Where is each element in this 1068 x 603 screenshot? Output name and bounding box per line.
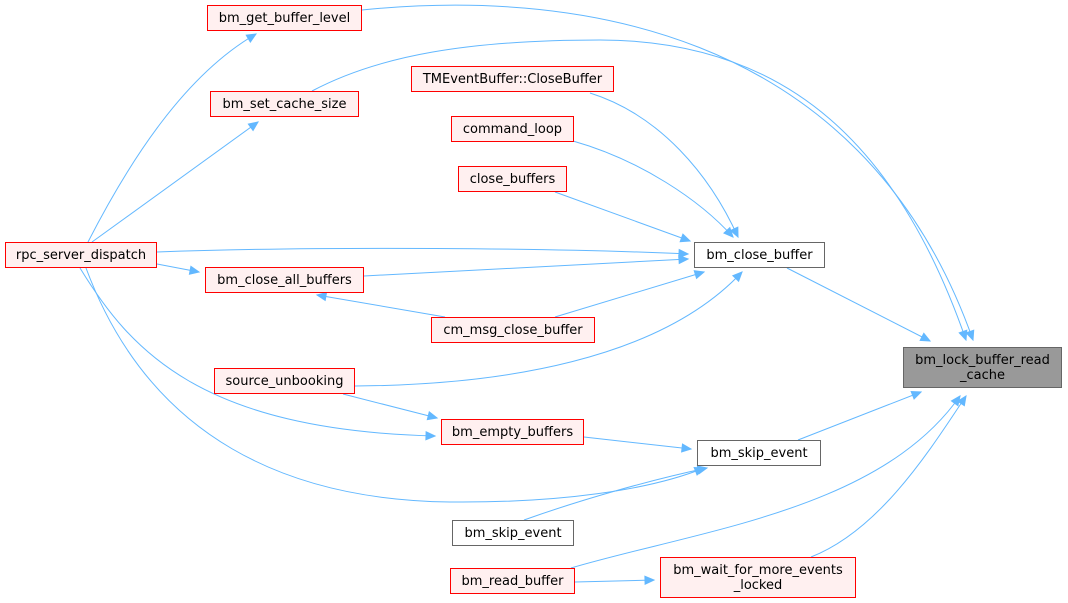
edge-line	[589, 92, 739, 238]
edge-source_unbooking-to-bm_close_buffer	[354, 271, 743, 387]
edge-arrowhead	[681, 443, 693, 453]
node-command-loop[interactable]: command_loop	[451, 116, 574, 142]
edge-tmeventbuffer_closebuffer-to-bm_close_buffer	[589, 92, 739, 239]
edge-line	[363, 258, 689, 277]
edge-arrowhead	[315, 291, 328, 302]
edge-line	[810, 395, 967, 558]
edge-source_unbooking-to-bm_empty_buffers	[342, 393, 439, 421]
node-bm-wait-for-more-events-locked[interactable]: bm_wait_for_more_events _locked	[660, 557, 856, 598]
edge-arrowhead	[245, 33, 258, 43]
edge-rpc_server_dispatch-to-bm_get_buffer_level	[87, 33, 258, 243]
edge-bm_get_buffer_level-to-root	[361, 4, 975, 342]
node-cm-msg-close-buffer[interactable]: cm_msg_close_buffer	[431, 317, 595, 343]
node-bm-get-buffer-level[interactable]: bm_get_buffer_level	[207, 5, 362, 31]
edge-arrowhead	[678, 254, 690, 265]
edge-arrowhead	[965, 329, 975, 342]
edge-close_buffers-to-bm_close_buffer	[554, 191, 692, 243]
edge-bm_set_cache_size-to-root	[311, 39, 968, 342]
edge-line	[572, 140, 734, 238]
edge-bm_read_buffer-to-bm_wait_for_more_events_locked	[574, 575, 656, 586]
edge-line	[786, 267, 931, 342]
edge-arrowhead	[188, 265, 201, 275]
edge-arrowhead	[425, 430, 437, 441]
edge-arrowhead	[679, 233, 692, 243]
edge-bm_close_all_buffers-to-bm_close_buffer	[363, 254, 690, 277]
edge-arrowhead	[644, 575, 656, 586]
edge-line	[85, 267, 705, 503]
edge-arrowhead	[731, 271, 743, 283]
node-bm-set-cache-size[interactable]: bm_set_cache_size	[210, 91, 359, 117]
edge-line	[316, 294, 446, 318]
edge-line	[797, 391, 922, 441]
edge-arrowhead	[696, 465, 709, 475]
edge-line	[156, 247, 689, 255]
edge-command_loop-to-bm_close_buffer	[572, 140, 734, 238]
edge-arrowhead	[956, 394, 967, 407]
edge-arrowhead	[919, 332, 932, 342]
edge-rpc_server_dispatch-to-bm_set_cache_size	[91, 121, 259, 243]
node-rpc-server-dispatch[interactable]: rpc_server_dispatch	[5, 242, 157, 268]
node-bm-close-all-buffers[interactable]: bm_close_all_buffers	[205, 267, 364, 293]
edge-line	[554, 271, 705, 318]
edge-line	[354, 271, 743, 387]
node-source-unbooking[interactable]: source_unbooking	[214, 368, 355, 394]
node-bm-empty-buffers[interactable]: bm_empty_buffers	[441, 419, 584, 445]
edge-bm_skip_event_a-to-root	[797, 391, 923, 441]
edge-arrowhead	[729, 226, 739, 239]
edge-arrowhead	[958, 329, 968, 342]
node-bm-read-buffer[interactable]: bm_read_buffer	[450, 568, 575, 594]
edge-rpc_server_dispatch-to-bm_empty_buffers	[79, 267, 437, 441]
edge-arrowhead	[693, 270, 706, 280]
edge-line	[361, 4, 974, 341]
edge-arrowhead	[910, 391, 923, 400]
edge-bm_empty_buffers-to-bm_skip_event_a	[583, 436, 693, 453]
edge-line	[523, 467, 708, 521]
edge-bm_wait_for_more_events_locked-to-root	[810, 394, 967, 558]
edge-cm_msg_close_buffer-to-bm_close_buffer	[554, 270, 706, 318]
edge-line	[342, 393, 438, 419]
edge-cm_msg_close_buffer-to-bm_close_all_buffers	[315, 291, 446, 318]
node-close-buffers[interactable]: close_buffers	[458, 166, 567, 192]
edge-line	[570, 395, 961, 569]
edge-line	[574, 579, 655, 583]
edge-bm_close_buffer-to-root	[786, 267, 932, 342]
edge-bm_read_buffer-to-root	[570, 395, 961, 569]
node-bm-close-buffer[interactable]: bm_close_buffer	[694, 242, 825, 268]
node-tmeventbuffer-closebuffer[interactable]: TMEventBuffer::CloseBuffer	[411, 66, 614, 92]
edge-arrowhead	[723, 226, 734, 238]
edge-line	[554, 191, 691, 242]
edge-line	[583, 436, 692, 450]
edge-line	[79, 267, 436, 437]
edge-arrowhead	[426, 411, 439, 421]
edge-line	[87, 33, 257, 243]
node-bm-skip-event-caller[interactable]: bm_skip_event	[452, 520, 574, 546]
edge-arrowhead	[247, 121, 259, 132]
edge-arrowhead	[678, 248, 690, 259]
node-bm-lock-buffer-read-cache: bm_lock_buffer_read _cache	[903, 347, 1062, 388]
edge-rpc_server_dispatch-to-bm_close_buffer	[156, 247, 690, 259]
edge-rpc_server_dispatch-to-bm_close_all_buffers	[156, 263, 201, 275]
node-bm-skip-event[interactable]: bm_skip_event	[697, 440, 821, 466]
edge-line	[91, 121, 259, 243]
edge-bm_skip_event_b-to-bm_skip_event_a	[523, 465, 709, 521]
edge-line	[311, 39, 967, 341]
